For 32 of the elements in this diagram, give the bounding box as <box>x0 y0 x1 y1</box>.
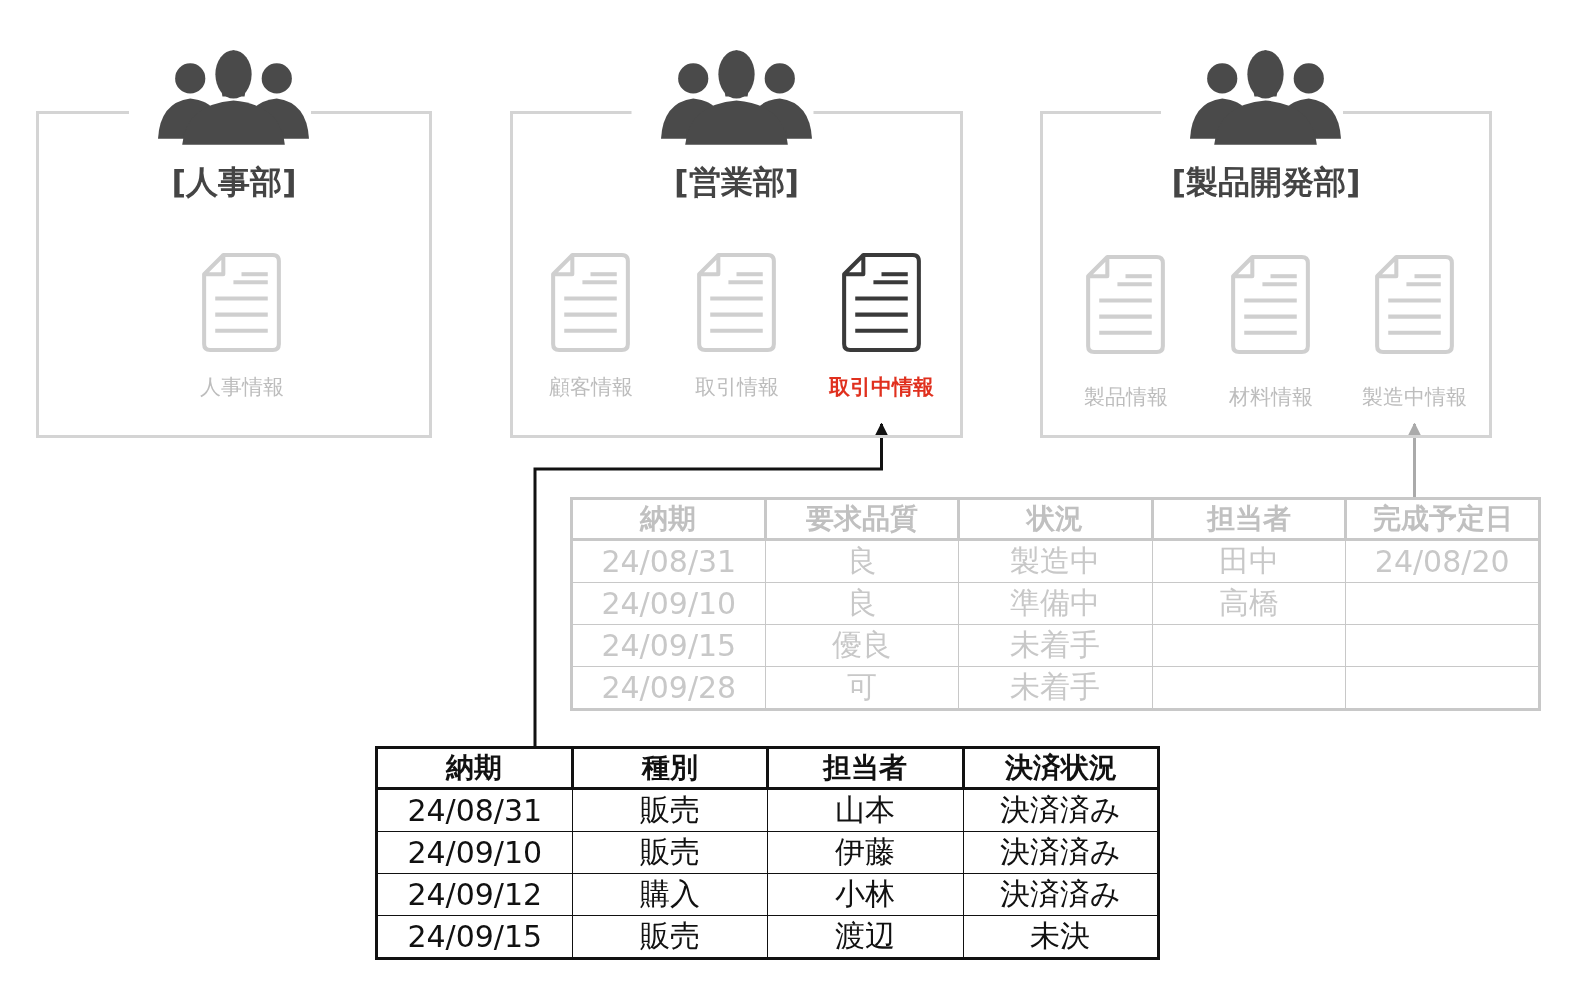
table-cell: 山本 <box>767 788 963 832</box>
document-label: 製造中情報 <box>1362 384 1467 411</box>
table-cell: 購入 <box>572 873 768 916</box>
department-title: [製品開発部] <box>1171 163 1361 201</box>
table-cell: 伊藤 <box>767 831 963 874</box>
data-table <box>375 746 1160 960</box>
header-cell: 決済状況 <box>963 747 1159 789</box>
header-cell: 担当者 <box>767 747 963 789</box>
table-cell: 24/08/31 <box>376 788 572 832</box>
header-cell: 要求品質 <box>765 498 959 540</box>
table-cell: 24/09/12 <box>376 873 572 916</box>
document-label: 人事情報 <box>199 374 284 401</box>
table-cell: 販売 <box>572 788 768 832</box>
table-cell: 小林 <box>767 873 963 916</box>
highlighted-label: 取引中情報 <box>829 374 934 401</box>
department-title: [営業部] <box>673 163 800 201</box>
document-label: 取引情報 <box>694 374 779 401</box>
header-cell: 種別 <box>572 747 768 789</box>
table-cell: 24/09/10 <box>376 831 572 874</box>
header-cell: 納期 <box>571 498 766 540</box>
document-label: 材料情報 <box>1228 384 1313 411</box>
header-cell: 担当者 <box>1152 498 1346 540</box>
document-label: 製品情報 <box>1083 384 1168 411</box>
department-title: [人事部] <box>171 163 297 201</box>
table-cell: 販売 <box>572 831 768 874</box>
arrow <box>1407 422 1422 497</box>
arrow <box>533 422 889 746</box>
header-cell: 状況 <box>958 498 1153 540</box>
header-cell: 完成予定日 <box>1345 498 1540 540</box>
data-table <box>570 497 1541 711</box>
document-label: 顧客情報 <box>548 374 633 401</box>
header-cell: 納期 <box>376 747 572 789</box>
